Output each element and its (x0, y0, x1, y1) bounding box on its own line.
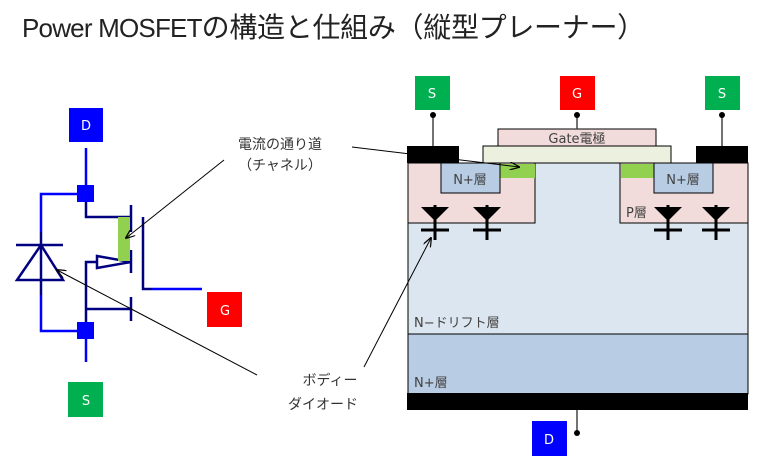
circuit-drain-terminal[interactable]: D (69, 108, 103, 142)
gate-box (560, 76, 595, 110)
gate-oxide (482, 145, 672, 164)
body-diode-symbol (421, 205, 449, 240)
drain-terminal-box (69, 108, 103, 142)
n-plus-substrate-label: N+層 (414, 376, 448, 391)
source-left-label: S (428, 87, 436, 102)
channel-arrow-to-cross-section (351, 146, 519, 167)
lead-dot (719, 112, 725, 118)
source-terminal-label: S (82, 394, 90, 409)
cross-section-gate-terminal[interactable]: G (560, 76, 595, 110)
channel-annotation: 電流の通り道 （チャネル） (126, 137, 519, 238)
mosfet-cross-section: Gate電極 N+層 N+層 P層 N−ドリフト層 N+層 (407, 76, 749, 456)
body-diode-symbol (654, 205, 682, 240)
title-japanese: の構造と仕組み（縦型プレーナー） (201, 11, 646, 44)
drain-metal (407, 393, 748, 410)
body-diode-symbol (702, 205, 730, 240)
n-plus-left (440, 162, 501, 194)
circuit-wires-navy (14, 198, 152, 325)
title-latin: Power MOSFET (22, 13, 202, 43)
drain-label: D (544, 433, 554, 448)
body-diode-annotation-line1: ボディー (302, 372, 357, 389)
channel-arrow-to-circuit (126, 159, 225, 238)
p-layer-label: P層 (626, 206, 647, 221)
cross-section-source-right-terminal[interactable]: S (705, 76, 740, 110)
circuit-channel-highlight (118, 217, 130, 261)
lead-dot (430, 112, 436, 118)
drain-junction (77, 185, 94, 202)
gate-terminal-label: G (220, 304, 230, 319)
mosfet-circuit-symbol: D G (14, 108, 242, 417)
n-plus-right-label: N+層 (666, 173, 700, 188)
channel-annotation-line2: （チャネル） (238, 158, 322, 174)
channel-annotation-line1: 電流の通り道 (238, 137, 322, 153)
gate-label: G (572, 87, 582, 102)
diode-arrow-to-cross-section (363, 238, 431, 368)
lead-dot (574, 112, 580, 118)
diode-arrow-to-circuit (57, 270, 258, 376)
body-diode-annotation-line2: ダイオード (288, 397, 358, 413)
n-plus-substrate-layer (407, 333, 749, 395)
circuit-source-terminal[interactable]: S (68, 382, 103, 417)
circuit-gate-terminal[interactable]: G (207, 292, 242, 327)
source-junction (77, 322, 94, 339)
body-diode-annotation: ボディー ダイオード (57, 238, 431, 413)
source-left-box (415, 76, 450, 110)
source-metal-right (696, 146, 748, 163)
cross-section-drain-terminal[interactable]: D (532, 421, 567, 456)
lead-dot (574, 430, 580, 436)
gate-electrode-label: Gate電極 (548, 131, 605, 147)
source-right-box (705, 76, 740, 110)
drain-box (532, 421, 567, 456)
page-title: Power MOSFETの構造と仕組み（縦型プレーナー） (22, 6, 645, 46)
source-right-label: S (718, 87, 726, 102)
source-terminal-box (68, 382, 103, 417)
channel-left (500, 164, 535, 178)
body-diode-symbol (473, 205, 501, 240)
gate-terminal-box (207, 292, 242, 327)
drain-terminal-label: D (81, 119, 91, 134)
n-plus-left-label: N+層 (453, 173, 487, 188)
cross-section-source-left-terminal[interactable]: S (415, 76, 450, 110)
channel-right (621, 164, 655, 178)
n-plus-right (653, 162, 714, 194)
n-drift-label: N−ドリフト層 (414, 316, 500, 331)
